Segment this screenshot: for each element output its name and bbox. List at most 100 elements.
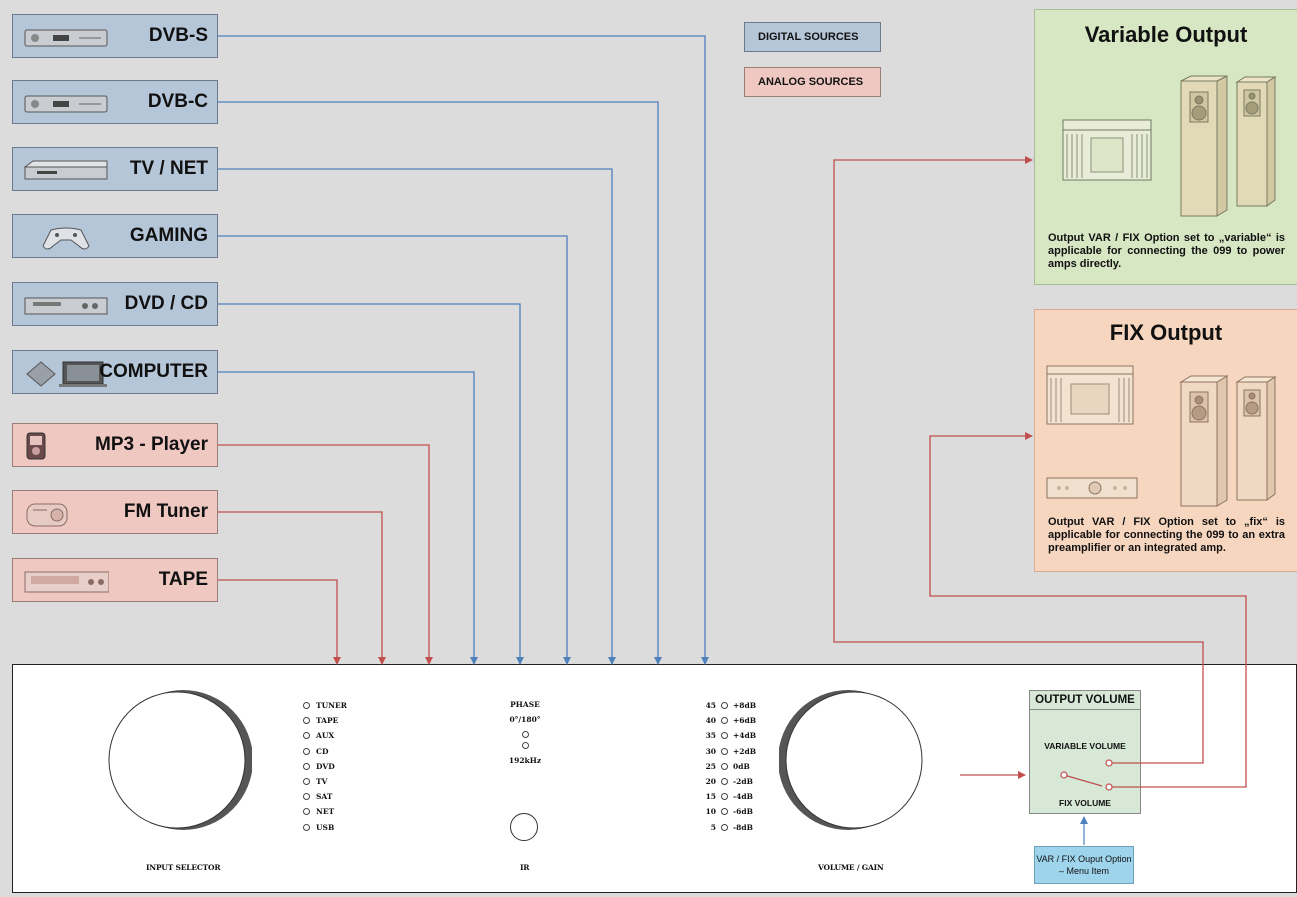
- level-led: [721, 747, 728, 755]
- level-led: [721, 793, 728, 801]
- source-dvb-c: DVB-C: [12, 80, 218, 124]
- input-led: [303, 747, 310, 755]
- phase-label: PHASE: [510, 700, 540, 709]
- mp3-player-icon: [26, 432, 46, 460]
- source-wire: [218, 35, 709, 665]
- phase-led: [521, 731, 529, 738]
- level-db: 0dB: [733, 761, 750, 771]
- dvd-player-icon: [24, 297, 108, 315]
- level-number: 40: [705, 716, 716, 726]
- input-led: [303, 793, 310, 801]
- volume-level-list: 45+8dB 40 +6dB 35 +4dB 30+2dB 25 0dB 20 -2dB 15 -4d…: [702, 698, 757, 835]
- input-led-row: TV: [303, 774, 347, 789]
- gamepad-icon: [42, 227, 90, 250]
- level-db: -4dB: [733, 792, 753, 802]
- source-label: TV / NET: [129, 158, 208, 179]
- source-wire: [218, 303, 524, 665]
- level-number: 45: [705, 701, 716, 711]
- input-label: DVD: [316, 761, 335, 771]
- source-wire: [218, 579, 341, 665]
- level-db: -6dB: [733, 807, 753, 817]
- fix-output-box: FIX Output Output VAR / FIX Option set t…: [1034, 309, 1297, 572]
- source-gaming: GAMING: [12, 214, 218, 258]
- level-led: [721, 823, 728, 831]
- input-label: SAT: [316, 792, 333, 802]
- source-fm-tuner: FM Tuner: [12, 490, 218, 534]
- level-number: 10: [705, 807, 716, 817]
- volume-level-row: 20 -2dB: [702, 774, 756, 789]
- level-db: +2dB: [733, 746, 757, 756]
- input-label: AUX: [316, 731, 335, 741]
- input-led-row: SAT: [303, 789, 347, 804]
- source-tape: TAPE: [12, 558, 218, 602]
- level-led: [721, 702, 728, 710]
- fix-volume-label: FIX VOLUME: [1059, 798, 1111, 808]
- level-number: 5: [710, 822, 716, 832]
- source-label: DVB-S: [148, 25, 208, 46]
- input-led: [303, 732, 310, 740]
- rate-led: [521, 742, 529, 749]
- source-label: GAMING: [129, 225, 208, 246]
- source-label: MP3 - Player: [95, 434, 208, 455]
- dvb-receiver-icon: [24, 29, 108, 47]
- level-number: 25: [705, 761, 716, 771]
- volume-level-row: 10 -6dB: [702, 804, 756, 819]
- level-number: 20: [705, 777, 716, 787]
- input-selector-knob[interactable]: [106, 687, 252, 833]
- level-led: [721, 778, 728, 786]
- source-computer: COMPUTER: [12, 350, 218, 394]
- level-led: [721, 732, 728, 740]
- ir-sensor-icon: [510, 813, 538, 841]
- source-wire: [218, 371, 478, 665]
- level-led: [721, 808, 728, 816]
- source-label: COMPUTER: [99, 361, 208, 382]
- source-label: TAPE: [158, 569, 208, 590]
- power-amp-and-speakers-illustration: [1062, 75, 1277, 217]
- level-db: +4dB: [733, 731, 757, 741]
- level-number: 15: [705, 792, 716, 802]
- level-db: -2dB: [733, 777, 753, 787]
- set-top-box-icon: [23, 160, 108, 180]
- level-led: [721, 717, 728, 725]
- tape-deck-icon: [24, 571, 109, 593]
- dvb-receiver-icon: [24, 95, 108, 113]
- input-led-row: CD: [303, 744, 347, 759]
- level-db: -8dB: [733, 822, 753, 832]
- source-wire: [218, 101, 662, 665]
- legend-digital-sources: DIGITAL SOURCES: [744, 22, 881, 52]
- input-led-row: AUX: [303, 728, 347, 743]
- input-led-row: DVD: [303, 759, 347, 774]
- input-selector-label: INPUT SELECTOR: [146, 863, 221, 872]
- volume-level-row: 15 -4dB: [702, 789, 756, 804]
- volume-level-row: 30+2dB: [702, 744, 757, 759]
- input-label: TAPE: [316, 716, 339, 726]
- input-label: TUNER: [316, 701, 347, 711]
- source-mp3-player: MP3 - Player: [12, 423, 218, 467]
- input-label: TV: [316, 777, 328, 787]
- phase-value: 0°/180°: [509, 715, 541, 724]
- input-led-list: TUNER TAPE AUX CD DVD TV SAT NET USB: [303, 698, 347, 835]
- source-tv-net: TV / NET: [12, 147, 218, 191]
- source-label: DVD / CD: [124, 293, 208, 314]
- fix-output-title: FIX Output: [1109, 320, 1223, 345]
- input-label: USB: [316, 822, 335, 832]
- source-label: DVB-C: [147, 91, 208, 112]
- input-led-row: USB: [303, 820, 347, 835]
- source-wire: [218, 235, 571, 665]
- menu-item-note: VAR / FIX Ouput Option – Menu Item: [1034, 846, 1134, 884]
- ir-label: IR: [520, 863, 530, 872]
- radio-icon: [26, 503, 68, 527]
- level-db: +6dB: [733, 716, 757, 726]
- volume-level-row: 25 0dB: [702, 759, 756, 774]
- volume-level-row: 45+8dB: [702, 698, 757, 713]
- input-label: NET: [316, 807, 335, 817]
- source-wire: [218, 511, 386, 665]
- volume-gain-knob[interactable]: [779, 687, 925, 833]
- input-led: [303, 702, 310, 710]
- source-dvb-s: DVB-S: [12, 14, 218, 58]
- level-number: 35: [705, 731, 716, 741]
- computer-icon: [26, 361, 107, 387]
- volume-level-row: 5 -8dB: [702, 820, 756, 835]
- phase-indicator-group: PHASE 0°/180° 192kHz: [498, 697, 552, 768]
